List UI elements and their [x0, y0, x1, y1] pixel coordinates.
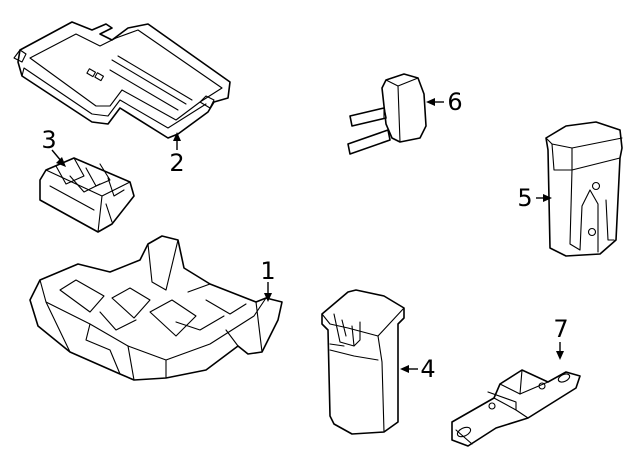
callout-5: 5	[517, 184, 532, 212]
arrowhead-4	[400, 365, 409, 373]
callout-labels: 1 2 3 4 5 6 7	[41, 88, 568, 383]
arrowhead-6	[426, 98, 435, 106]
arrowhead-3	[56, 157, 66, 167]
part-3-relay-block	[39, 157, 135, 233]
callout-6: 6	[447, 88, 462, 116]
part-6-mini-fuse	[347, 73, 427, 155]
callout-4: 4	[420, 355, 435, 383]
callout-7: 7	[553, 315, 568, 343]
part-2-cover	[13, 21, 231, 139]
arrowhead-1	[264, 293, 272, 302]
callout-leaders	[51, 98, 564, 373]
part-1-junction-box	[29, 235, 283, 381]
callout-1: 1	[260, 257, 275, 285]
arrowhead-5	[543, 194, 552, 202]
arrowhead-7	[556, 351, 564, 360]
arrowhead-2	[173, 132, 181, 141]
part-5-cartridge-fuse	[545, 121, 623, 257]
callout-2: 2	[169, 149, 184, 177]
callout-3: 3	[41, 126, 56, 154]
part-7-fuse-link	[451, 369, 581, 447]
part-4-large-fuse	[321, 289, 405, 435]
